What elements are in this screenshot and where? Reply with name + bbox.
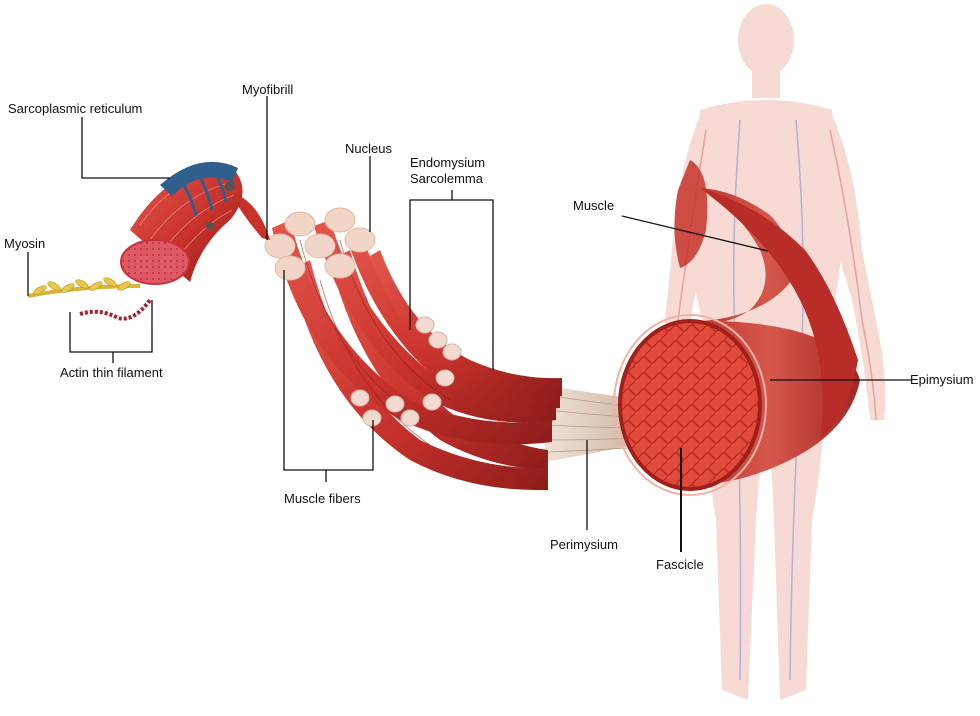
- leader-actin-thin-filament: [69, 300, 153, 353]
- label-myosin: Myosin: [4, 236, 46, 251]
- label-nucleus: Nucleus: [345, 141, 392, 156]
- label-actin-thin-filament: Actin thin filament: [60, 365, 163, 380]
- muscle-fiber-bundle: [264, 207, 562, 491]
- leader-muscle: [621, 215, 769, 252]
- myofibril-cross-section: [120, 239, 190, 285]
- leader-sarcoplasmic-reticulum: [81, 117, 170, 179]
- actin-filament: [79, 298, 152, 321]
- label-sarcolemma: Sarcolemma: [410, 171, 483, 186]
- fascicle-cross-section: [618, 319, 762, 491]
- leader-lines: [27, 96, 912, 552]
- myofibril-segment: [120, 161, 270, 285]
- myosin-filament: [27, 277, 141, 298]
- label-sarcoplasmic-reticulum: Sarcoplasmic reticulum: [8, 101, 143, 116]
- muscle-tip: [700, 188, 858, 440]
- label-endomysium: Endomysium: [410, 155, 486, 170]
- label-fascicle: Fascicle: [656, 557, 704, 572]
- label-perimysium: Perimysium: [550, 537, 618, 552]
- label-myofibrill: Myofibrill: [242, 82, 294, 97]
- fascicle-rim: [613, 314, 767, 496]
- label-muscle: Muscle: [573, 198, 615, 213]
- label-epimysium: Epimysium: [910, 372, 974, 387]
- label-muscle-fibers: Muscle fibers: [284, 491, 361, 506]
- leader-muscle-fibers: [283, 270, 374, 471]
- upper-arm-muscle: [674, 160, 708, 268]
- sarcoplasmic-reticulum-network: [160, 161, 238, 196]
